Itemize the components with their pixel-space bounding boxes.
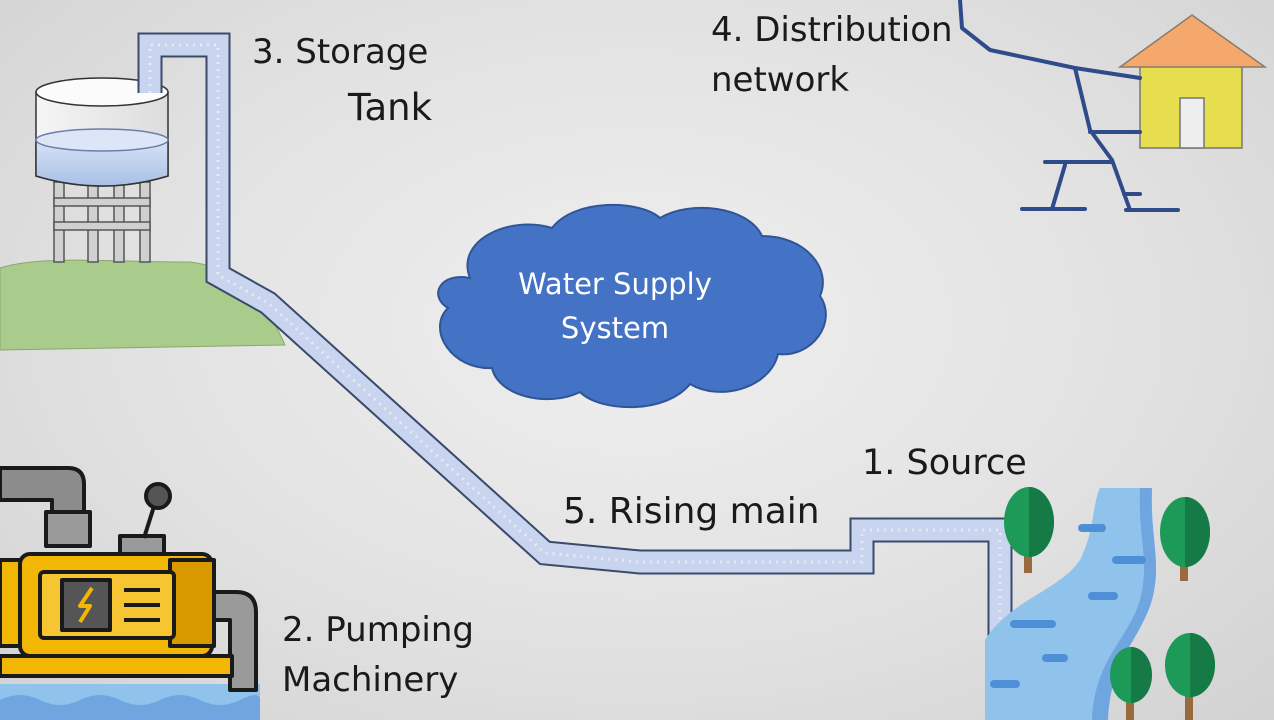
source-label: 1. Source bbox=[862, 443, 1027, 483]
cloud-title-line2: System bbox=[560, 311, 670, 345]
house-icon bbox=[1117, 14, 1268, 149]
cloud-icon bbox=[437, 203, 827, 409]
distribution-label-line1: 4. Distribution bbox=[711, 10, 953, 50]
tree-icon bbox=[1110, 647, 1152, 720]
tree-icon bbox=[1160, 497, 1210, 581]
storage-label-line2: Tank bbox=[348, 86, 433, 129]
pumping-label-line1: 2. Pumping bbox=[282, 610, 474, 650]
pumping-label-line2: Machinery bbox=[282, 660, 459, 700]
pump-icon bbox=[0, 466, 260, 720]
storage-tank-icon bbox=[35, 77, 169, 263]
cloud-title: Water Supply System bbox=[475, 262, 755, 350]
rising-main-label: 5. Rising main bbox=[563, 491, 820, 532]
storage-label-line1: 3. Storage bbox=[252, 32, 429, 72]
cloud-title-line1: Water Supply bbox=[518, 267, 712, 301]
tree-icon bbox=[1004, 487, 1054, 573]
distribution-label-line2: network bbox=[711, 60, 850, 100]
distribution-network-icon bbox=[958, 0, 1180, 212]
hill-shape bbox=[0, 259, 286, 351]
rising-main-pipe bbox=[137, 32, 1013, 640]
tree-icon bbox=[1165, 633, 1215, 720]
